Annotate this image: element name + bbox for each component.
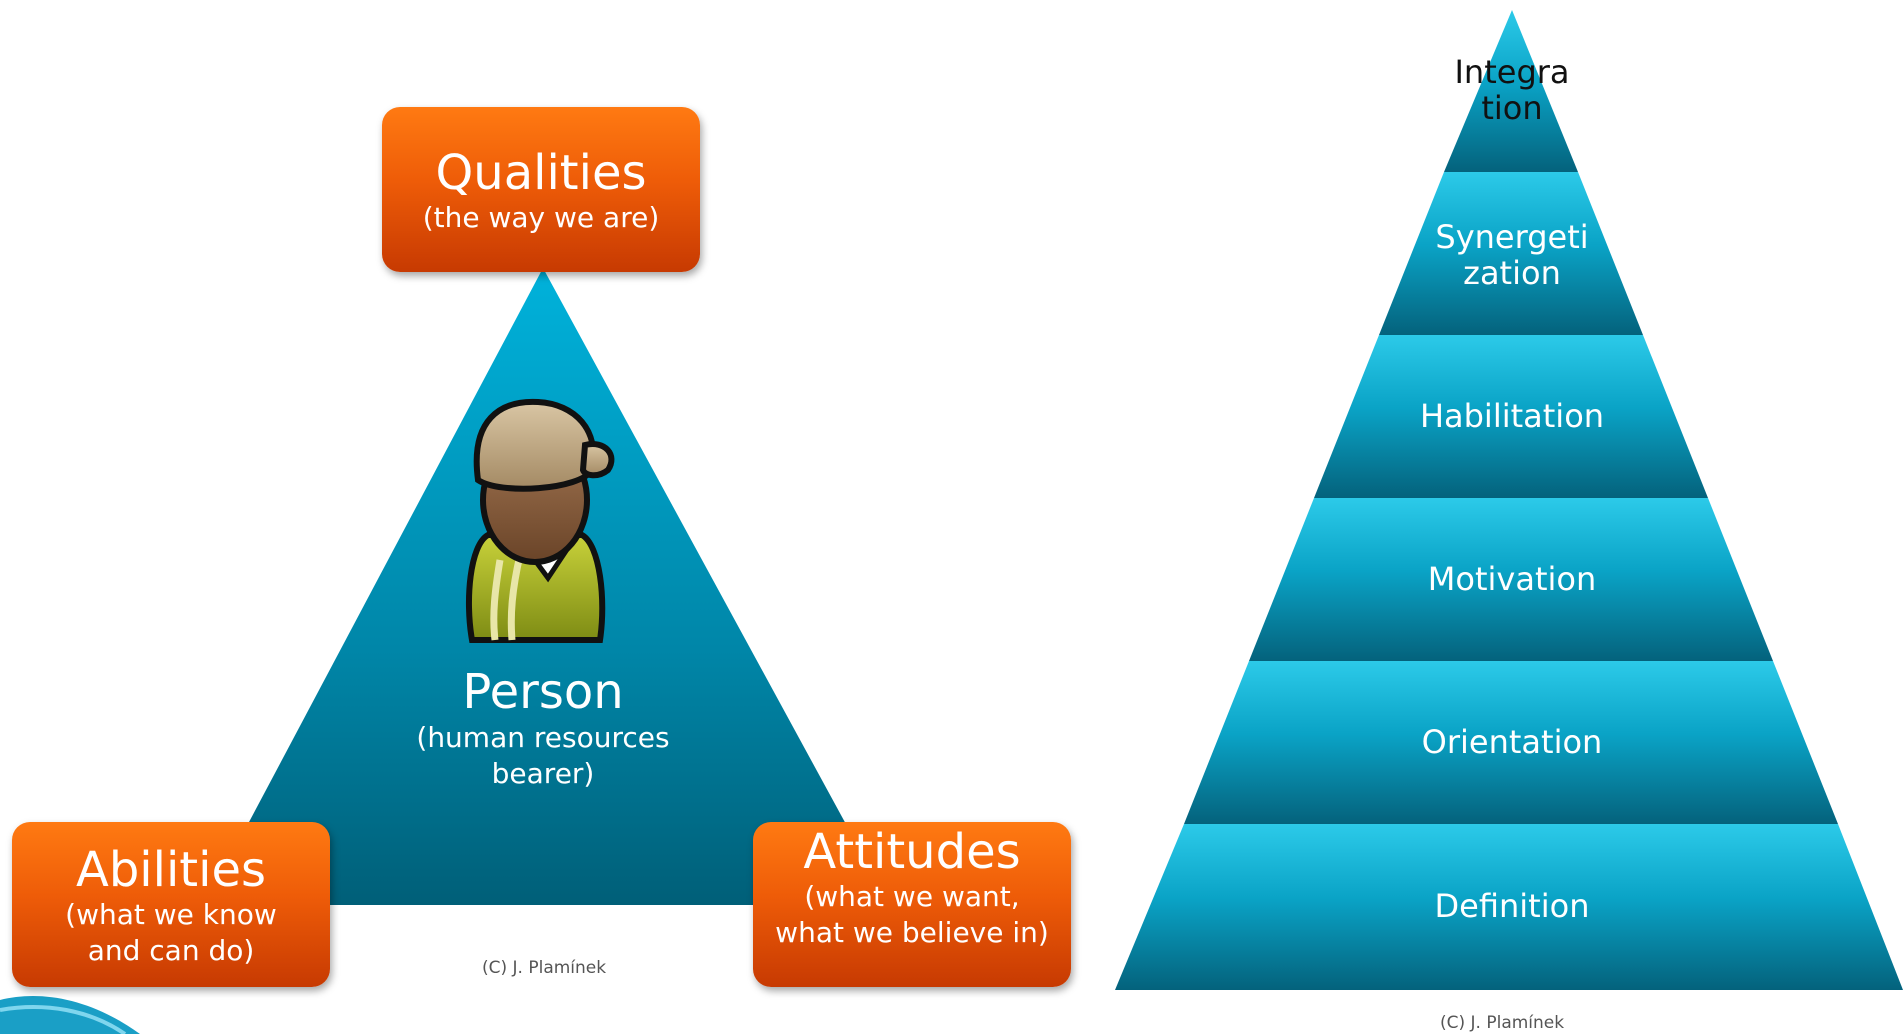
pyramid-level-integration	[1444, 10, 1578, 172]
pyramid-level-motivation	[1249, 498, 1773, 661]
label-synergetization: Synergeti zation	[1435, 218, 1589, 292]
pyramid-level-synergetization	[1379, 172, 1643, 335]
right-credit: (C) J. Plamínek	[1440, 1013, 1565, 1033]
pyramid-level-definition	[1115, 824, 1903, 990]
qualities-title: Qualities	[435, 145, 647, 201]
abilities-title: Abilities	[75, 842, 266, 898]
label-integration: Integra tion	[1454, 53, 1570, 127]
qualities-box: Qualities (the way we are)	[382, 107, 700, 272]
label-habilitation: Habilitation	[1419, 397, 1605, 435]
label-definition: Definition	[1434, 887, 1590, 925]
attitudes-box: Attitudes (what we want, what we believe…	[753, 822, 1071, 987]
pyramid-level-habilitation	[1314, 335, 1708, 498]
person-with-cap-icon	[465, 398, 615, 643]
qualities-subtitle: (the way we are)	[422, 200, 660, 234]
pyramid	[1115, 10, 1903, 990]
label-orientation: Orientation	[1421, 723, 1603, 761]
abilities-box: Abilities (what we know and can do)	[12, 822, 330, 987]
person-subtitle: (human resources bearer)	[416, 721, 670, 790]
left-credit: (C) J. Plamínek	[482, 958, 607, 978]
pyramid-level-orientation	[1184, 661, 1838, 824]
label-motivation: Motivation	[1427, 560, 1597, 598]
person-title: Person	[462, 664, 624, 720]
person-label: Person (human resources bearer)	[398, 664, 688, 792]
attitudes-subtitle: (what we want, what we believe in)	[775, 879, 1049, 950]
attitudes-title: Attitudes	[803, 824, 1021, 880]
abilities-subtitle: (what we know and can do)	[65, 897, 277, 968]
